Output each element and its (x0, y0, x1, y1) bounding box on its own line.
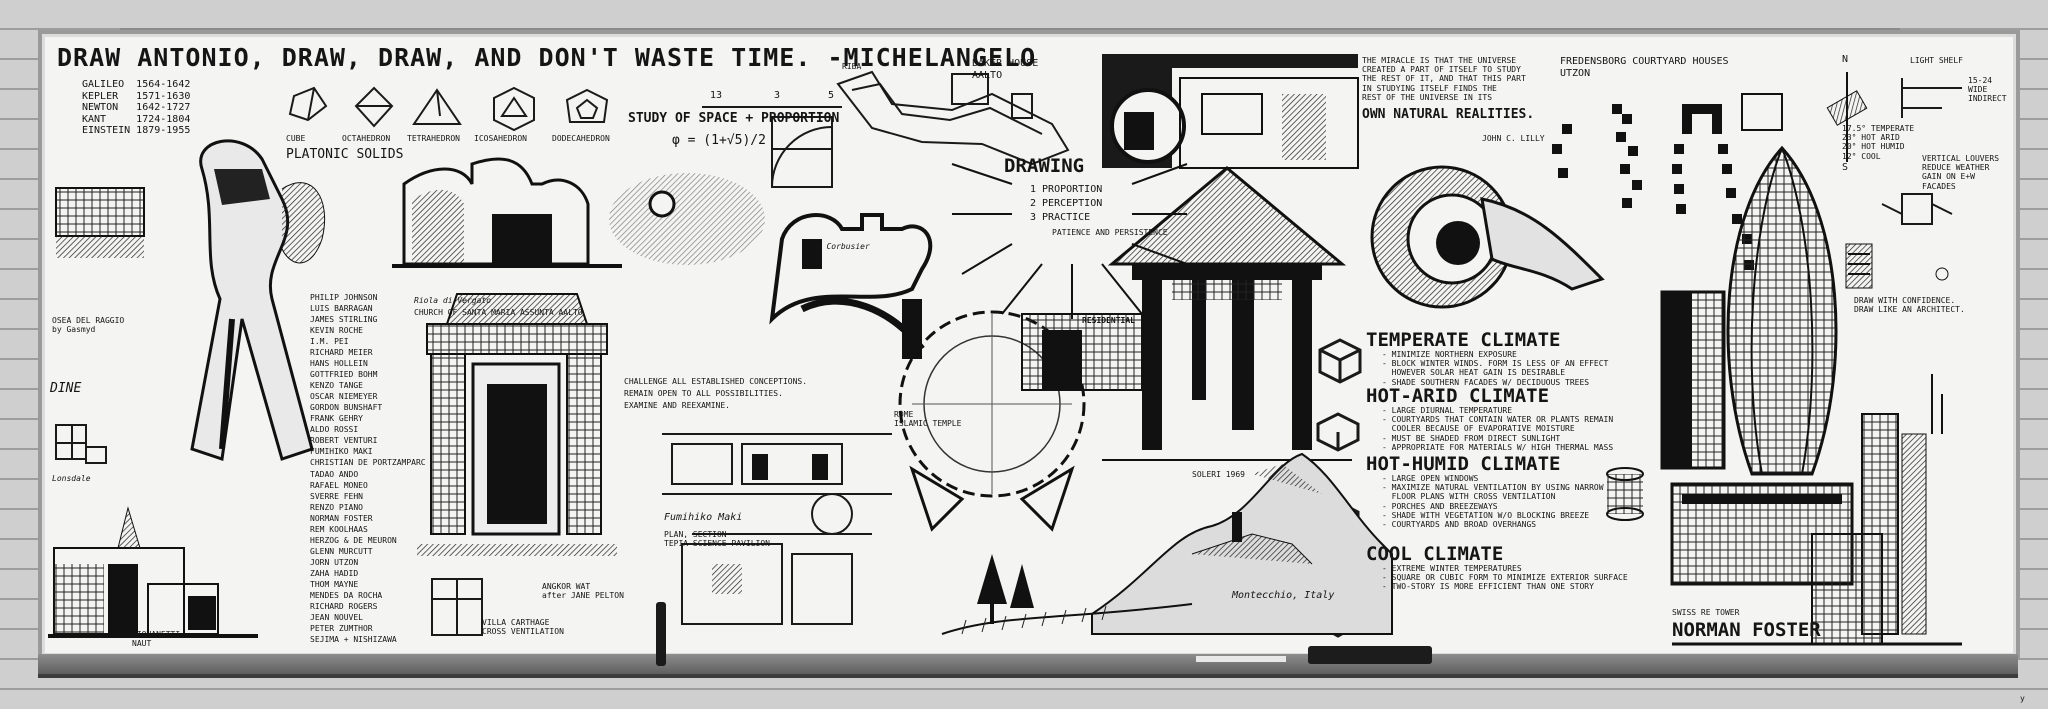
rome-islamic-temple-sketch (898, 310, 1086, 532)
giovanetti-note: GIOVANETTI NAUT (132, 630, 181, 649)
swiss-re-tower-sketch (1726, 145, 1838, 476)
proportion-sketch (702, 106, 842, 188)
soleri-label: SOLERI 1969 (1192, 470, 1245, 479)
soleri-structure-sketch (1102, 166, 1352, 461)
platonic-solids-caption: PLATONIC SOLIDS (286, 147, 404, 162)
light-shelf-dims: 15-24 WIDE INDIRECT (1968, 76, 2007, 104)
climate-title-cool: COOL CLIMATE (1366, 543, 1504, 565)
ram-skull-sketch (1370, 165, 1605, 309)
dark-tower-sketch (1660, 290, 1726, 470)
baker-house-label: BAKER HOUSE AALTO (972, 58, 1039, 81)
miracle-quote-emphasis: OWN NATURAL REALITIES. (1362, 107, 1535, 122)
residential-sketch (1021, 313, 1143, 391)
church-santa-maria-sketch (392, 157, 622, 268)
drawing-note: PATIENCE AND PERSISTENCE (1052, 228, 1168, 237)
board-title: DRAW ANTONIO, DRAW, DRAW, AND DON'T WAST… (57, 43, 1037, 72)
climate-notes-hot-humid: - LARGE OPEN WINDOWS - MAXIMIZE NATURAL … (1382, 474, 1604, 529)
small-plan-sketch (55, 424, 107, 464)
light-shelf-label: LIGHT SHELF (1910, 56, 1963, 65)
study-space-proportion: STUDY OF SPACE + PROPORTION (628, 111, 840, 126)
dimension-13: 13 (710, 90, 723, 101)
norman-foster-label: NORMAN FOSTER (1672, 619, 1821, 641)
climate-title-hot-arid: HOT-ARID CLIMATE (1366, 385, 1550, 407)
corner-mark: y (2020, 694, 2025, 703)
scribble-sketch (609, 173, 765, 265)
lonsdale-note: Lonsdale (52, 474, 91, 483)
confidence-note: DRAW WITH CONFIDENCE. DRAW LIKE AN ARCHI… (1854, 296, 1965, 315)
scientist-timeline: GALILEO 1564-1642 KEPLER 1571-1630 NEWTO… (82, 79, 191, 136)
miracle-quote: THE MIRACLE IS THAT THE UNIVERSE CREATED… (1362, 56, 1526, 102)
montecchio-label: Montecchio, Italy (1232, 590, 1335, 601)
marker-pen[interactable] (656, 602, 666, 666)
vertical-louvers-note: VERTICAL LOUVERS REDUCE WEATHER GAIN ON … (1922, 154, 2000, 191)
compass-south: S (1842, 162, 1849, 173)
dimension-3: 3 (774, 90, 781, 101)
whiteboard: DRAW ANTONIO, DRAW, DRAW, AND DON'T WAST… (38, 30, 2020, 660)
plan-section-sketch (1102, 54, 1359, 169)
compass-north: N (1842, 54, 1849, 65)
dimension-5: 5 (828, 90, 835, 101)
rome-label: ROME ISLAMIC TEMPLE (894, 410, 962, 429)
church-location: Riola di Vergato (414, 296, 492, 305)
louver-sketch (1845, 193, 1953, 289)
dine-note: DINE (50, 381, 82, 396)
solid-label-tetrahedron: TETRAHEDRON (407, 134, 460, 143)
light-shelf-sketch (1901, 78, 1962, 118)
miracle-author: JOHN C. LILLY (1482, 134, 1545, 143)
corbusier-label: Le Corbusier (812, 242, 870, 251)
drawing-title: DRAWING (1004, 155, 1085, 177)
compass-sketch (1826, 72, 1868, 162)
maki-label: Fumihiko Maki (664, 512, 743, 523)
climate-notes-temperate: - MINIMIZE NORTHERN EXPOSURE - BLOCK WIN… (1382, 350, 1609, 387)
riba-note: RIBA (842, 62, 862, 71)
platonic-solids-sketch (288, 86, 609, 132)
drawing-item-practice: 3 PRACTICE (1030, 212, 1091, 223)
climate-notes-hot-arid: - LARGE DIURNAL TEMPERATURE - COURTYARDS… (1382, 406, 1614, 452)
villa-carthage-caption: VILLA CARTHAGE CROSS VENTILATION (482, 618, 564, 637)
osea-note: OSEA DEL RAGGIO by Gasmyd (52, 316, 125, 335)
phi-formula: φ = (1+√5)/2 (672, 133, 766, 148)
challenge-text: CHALLENGE ALL ESTABLISHED CONCEPTIONS. R… (624, 377, 808, 410)
maki-caption: PLAN, SECTION TEPIA SCIENCE PAVILION (664, 530, 770, 549)
left-plan-sketch (55, 187, 145, 258)
drawing-item-proportion: 1 PROPORTION (1030, 184, 1103, 195)
temple-doorway-sketch (417, 293, 617, 556)
villa-carthage-sketch (431, 578, 483, 636)
climate-title-hot-humid: HOT-HUMID CLIMATE (1366, 453, 1561, 475)
pliers-sculpture-sketch (190, 139, 326, 461)
fredensborg-label: FREDENSBORG COURTYARD HOUSES UTZON (1560, 56, 1729, 79)
swiss-re-label: SWISS RE TOWER (1672, 608, 1740, 617)
trees-landscape-sketch (941, 554, 1193, 635)
baker-house-sketch (836, 70, 1070, 166)
architects-list: PHILIP JOHNSON LUIS BARRAGAN JAMES STIRL… (310, 293, 426, 644)
angkor-caption: ANGKOR WAT after JANE PELTON (542, 582, 624, 601)
cylinder-sketch (1606, 467, 1644, 521)
climate-temperatures: 17.5° TEMPERATE 23° HOT ARID 20° HOT HUM… (1842, 124, 1915, 161)
climate-title-temperate: TEMPERATE CLIMATE (1366, 329, 1561, 351)
drawing-item-perception: 2 PERCEPTION (1030, 198, 1103, 209)
city-skyline-sketch (1670, 374, 1962, 646)
climate-notes-cool: - EXTREME WINTER TEMPERATURES - SQUARE O… (1382, 564, 1628, 592)
marker-tray (38, 654, 2018, 678)
maki-plan-section-sketch (662, 433, 892, 625)
eraser[interactable] (1308, 646, 1432, 664)
residential-label: RESIDENTIAL (1082, 316, 1135, 325)
corbusier-sketch (769, 213, 933, 359)
solid-label-dodecahedron: DODECAHEDRON (552, 134, 610, 143)
bottom-left-house-sketch (48, 506, 258, 638)
montecchio-hillside-sketch (1091, 452, 1393, 635)
solid-label-icosahedron: ICOSAHEDRON (474, 134, 527, 143)
solid-label-cube: CUBE (286, 134, 306, 143)
marker-cap-left (1196, 656, 1286, 662)
solid-label-octahedron: OCTAHEDRON (342, 134, 391, 143)
